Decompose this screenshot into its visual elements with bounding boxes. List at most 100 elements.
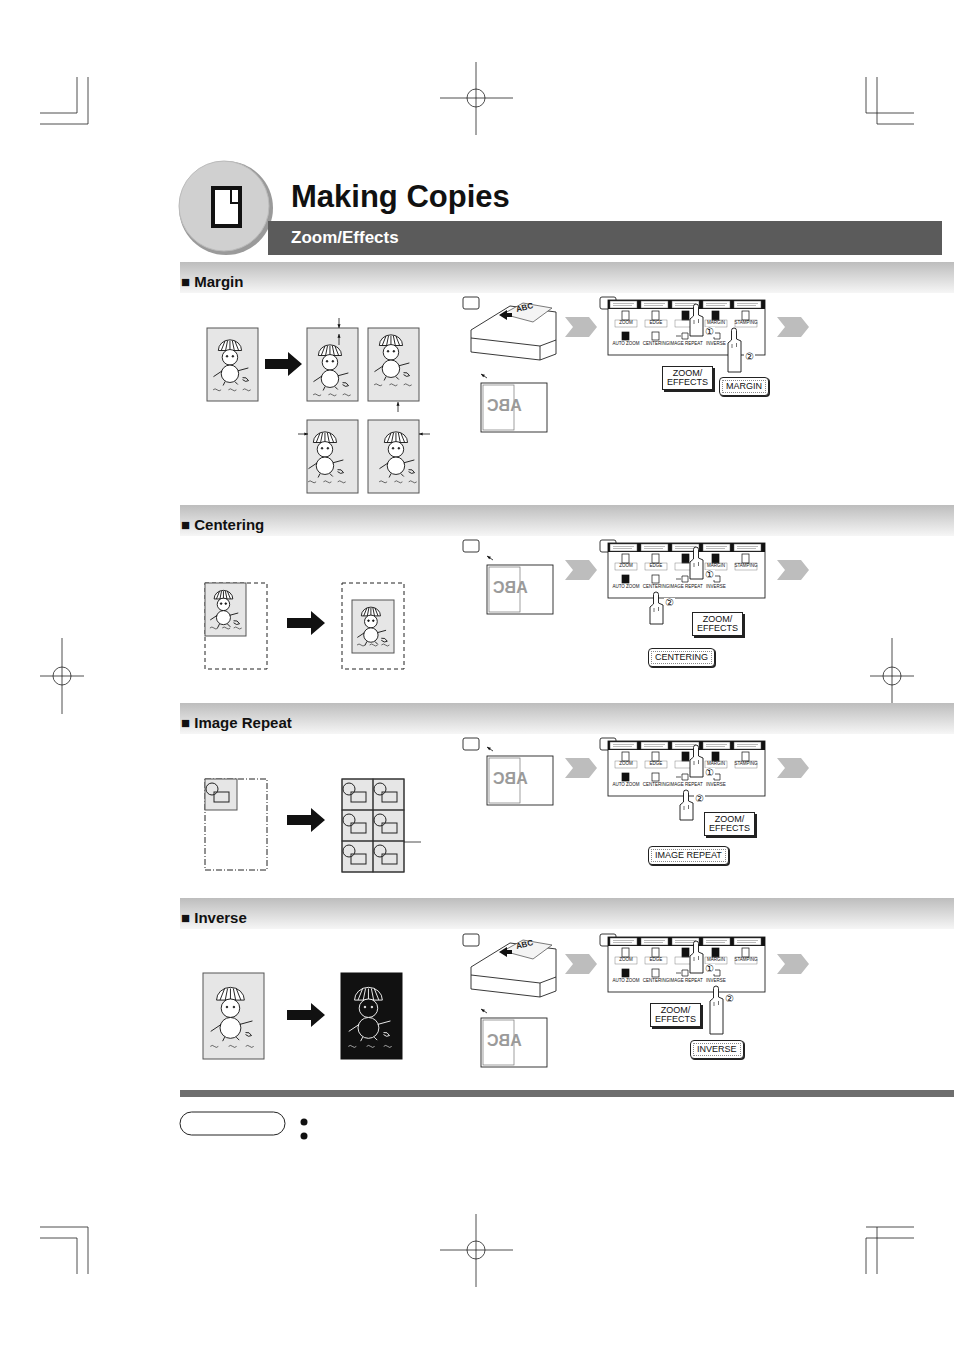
cartoon-eye xyxy=(233,1006,235,1008)
key-label: EDGE xyxy=(650,958,663,963)
key-label: EDGE xyxy=(650,564,663,569)
touch-panel xyxy=(608,741,765,796)
tab-text-mark xyxy=(644,546,665,547)
node-text: ■ Image Repeat xyxy=(181,714,292,731)
hat-stripe xyxy=(220,988,225,1000)
crop-line xyxy=(866,1227,914,1228)
cartoon-body xyxy=(316,457,333,474)
cartoon-head xyxy=(365,615,378,628)
pointing-hand xyxy=(680,790,693,820)
copy-icon xyxy=(211,186,242,228)
tab-text-mark xyxy=(613,942,632,943)
original-text: ABC xyxy=(487,398,522,414)
node-text: ZOOM/ EFFECTS xyxy=(667,369,708,387)
motif-rect xyxy=(382,792,397,802)
cartoon-hat xyxy=(313,432,336,443)
cartoon-eye xyxy=(232,356,234,358)
cartoon-legs xyxy=(223,1032,252,1041)
section-title-band: Zoom/Effects xyxy=(268,221,942,255)
cartoon-figure xyxy=(308,432,346,483)
cartoon-figure xyxy=(210,987,253,1047)
key-callout: MARGIN xyxy=(719,377,769,396)
feed-arrow xyxy=(499,310,512,320)
caption-scribble xyxy=(379,481,387,483)
hat-stripe xyxy=(326,346,328,356)
key-label: CENTERING xyxy=(643,342,670,347)
cartoon-head xyxy=(322,355,338,371)
motif-rect xyxy=(351,792,366,802)
tab xyxy=(734,544,761,551)
section-heading-band: ■ Margin xyxy=(180,262,954,293)
motif-circle xyxy=(374,783,386,795)
tab-text-mark xyxy=(706,303,727,304)
cartoon-hat xyxy=(214,590,233,599)
crop-line xyxy=(877,77,878,124)
caption-scribble xyxy=(328,394,336,396)
cartoon-hat xyxy=(218,340,241,351)
cartoon-body xyxy=(220,1017,241,1038)
cartoon-arms xyxy=(211,1021,253,1031)
callout-number: ① xyxy=(704,768,715,778)
tab-text-mark xyxy=(675,546,696,547)
original-page xyxy=(203,973,264,1059)
tab xyxy=(610,301,637,308)
cartoon-head xyxy=(383,345,399,361)
key-icon xyxy=(652,773,659,781)
tab-text-mark xyxy=(737,940,758,941)
hat-stripe xyxy=(392,433,394,443)
caption-scribble xyxy=(229,1045,237,1047)
key-label: ZOOM xyxy=(619,564,633,569)
key-icon xyxy=(652,575,659,583)
shift-arrow xyxy=(487,556,493,560)
cartoon-arms xyxy=(374,363,409,372)
callout-number: ① xyxy=(704,964,715,974)
hat-stripe xyxy=(374,988,379,1000)
crop-line xyxy=(40,113,77,114)
cartoon-arms xyxy=(313,373,348,382)
node-text: ZOOM/ EFFECTS xyxy=(697,615,738,633)
cartoon-eye xyxy=(220,603,222,605)
note-pill xyxy=(180,1112,285,1135)
crop-line xyxy=(40,1238,77,1239)
callout-number: ① xyxy=(704,570,715,580)
key-label: INVERSE xyxy=(706,585,726,590)
key-label: ZOOM xyxy=(619,958,633,963)
tab-text-mark xyxy=(644,940,665,941)
hat-stripe xyxy=(387,336,389,346)
tab xyxy=(703,742,730,749)
key-icon xyxy=(652,554,659,563)
cartoon-figure xyxy=(313,345,351,396)
key-icon xyxy=(652,752,659,761)
node-text: ZOOM/ EFFECTS xyxy=(655,1006,696,1024)
tab xyxy=(641,544,668,551)
tab-text-mark xyxy=(706,305,725,306)
tab-row xyxy=(608,937,765,946)
caption-scribble xyxy=(234,627,242,629)
repeat-cell xyxy=(373,810,404,841)
registration-line xyxy=(62,638,63,714)
bullet xyxy=(301,1133,308,1140)
flow-arrow xyxy=(287,1003,325,1027)
hat-stripe xyxy=(387,433,391,443)
pointing-hand xyxy=(650,592,663,624)
key-label: MARGIN xyxy=(707,762,725,767)
repeat-cell xyxy=(373,841,404,872)
key-icon xyxy=(742,311,749,320)
copier-front xyxy=(471,975,556,997)
key-label: CENTERING xyxy=(643,783,670,788)
key-frame xyxy=(645,320,667,327)
hat-stripe xyxy=(368,988,369,1000)
cartoon-figure xyxy=(348,987,391,1047)
step-illustrations xyxy=(463,297,809,1067)
caption-scribble xyxy=(246,1045,254,1047)
tab-text-mark xyxy=(737,548,756,549)
copy-icon-sheet xyxy=(215,190,238,224)
caption-scribble xyxy=(381,644,389,646)
hat-stripe xyxy=(329,346,330,356)
tab xyxy=(610,938,637,945)
key-label: INVERSE xyxy=(706,342,726,347)
cartoon-figure xyxy=(210,590,242,629)
paper-outline xyxy=(205,779,267,870)
shift-arrow xyxy=(481,374,487,378)
crop-line xyxy=(866,1238,867,1274)
